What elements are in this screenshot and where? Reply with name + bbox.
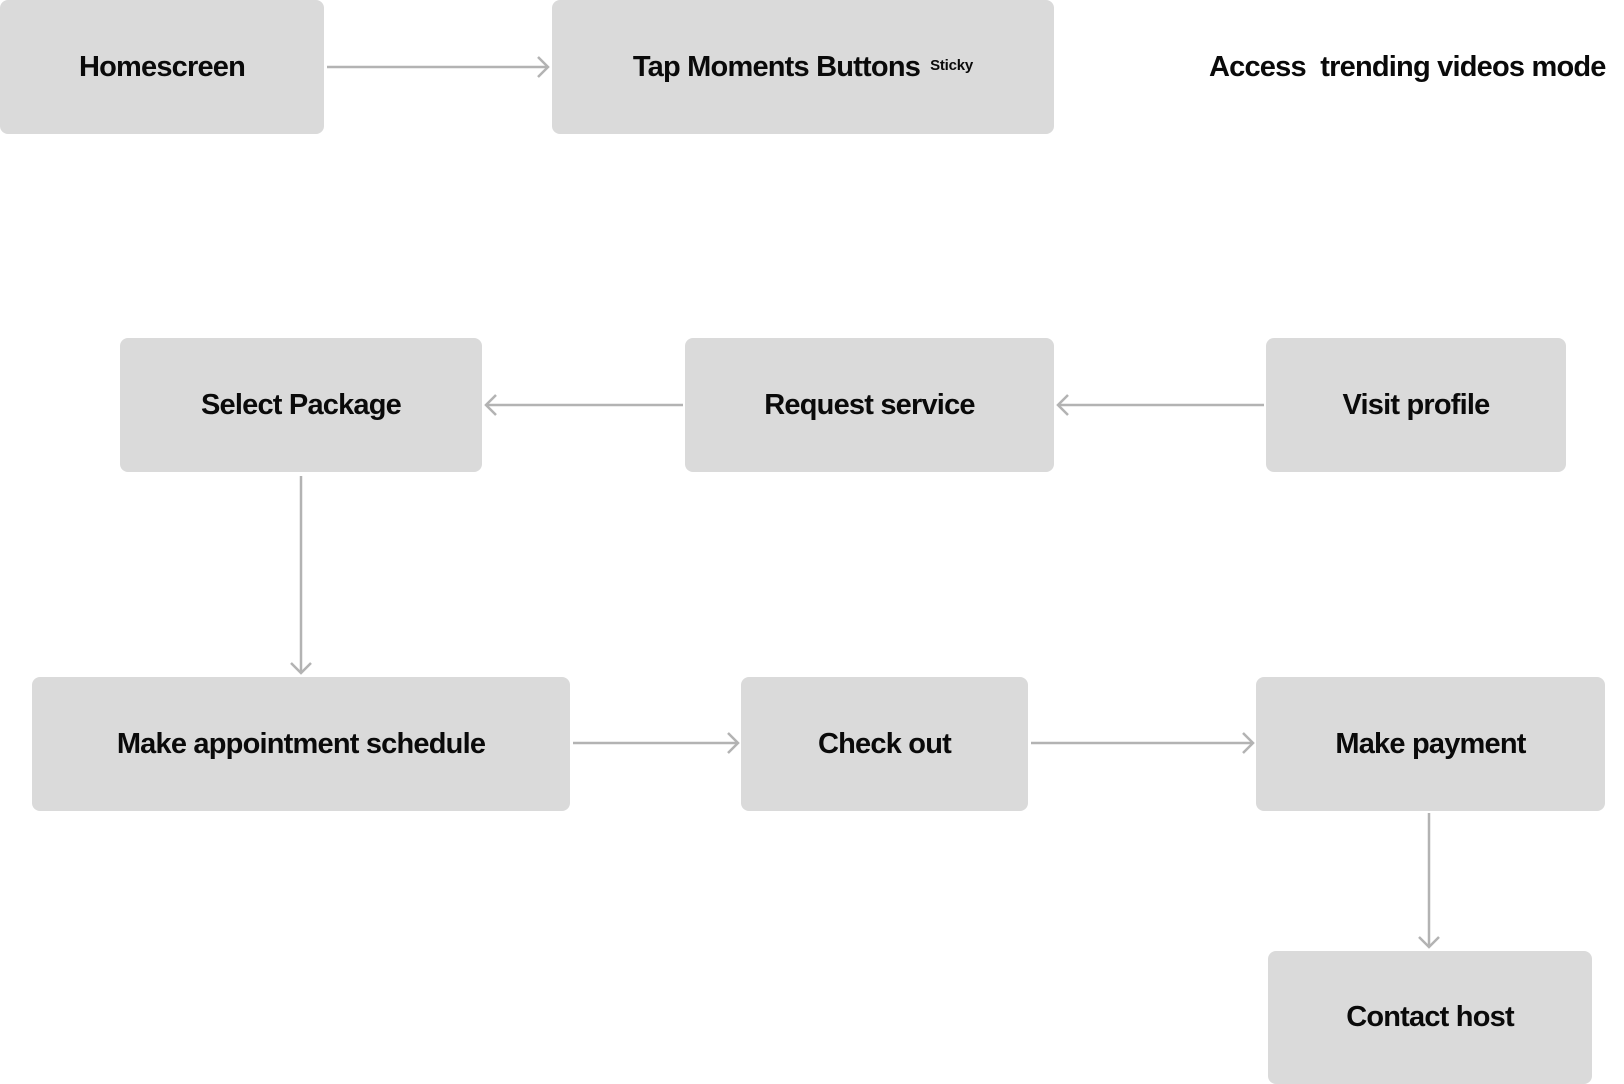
node-contact-host: Contact host (1268, 951, 1592, 1084)
edge-request-service-to-select-package (484, 394, 683, 416)
edge-make-appointment-to-check-out (573, 732, 740, 754)
node-request-service: Request service (685, 338, 1054, 472)
node-homescreen-label: Homescreen (78, 50, 246, 83)
edge-select-package-to-make-appointment (290, 476, 312, 675)
node-select-package: Select Package (120, 338, 482, 472)
node-tap-moments-label: Tap Moments Buttons (632, 50, 921, 83)
edge-check-out-to-make-payment (1031, 732, 1255, 754)
edge-make-payment-to-contact-host (1418, 813, 1440, 949)
node-visit-profile-label: Visit profile (1342, 388, 1491, 421)
node-visit-profile: Visit profile (1266, 338, 1566, 472)
node-make-appointment-label: Make appointment schedule (116, 727, 486, 760)
node-check-out: Check out (741, 677, 1028, 811)
edge-homescreen-to-tap-moments (327, 56, 550, 78)
edge-visit-profile-to-request-service (1056, 394, 1264, 416)
node-select-package-label: Select Package (201, 388, 402, 421)
node-tap-moments-buttons: Tap Moments Buttons Sticky (552, 0, 1054, 134)
node-check-out-label: Check out (818, 727, 952, 760)
node-contact-host-label: Contact host (1346, 1001, 1514, 1033)
sticky-badge: Sticky (930, 56, 974, 74)
node-homescreen: Homescreen (0, 0, 324, 134)
node-make-appointment-schedule: Make appointment schedule (32, 677, 570, 811)
node-make-payment: Make payment (1256, 677, 1605, 811)
node-access-trending-videos: Access trending videos mode (1209, 0, 1621, 134)
node-make-payment-label: Make payment (1335, 727, 1526, 760)
node-access-trending-label: Access trending videos mode (1209, 50, 1606, 83)
node-request-service-label: Request service (764, 388, 975, 421)
